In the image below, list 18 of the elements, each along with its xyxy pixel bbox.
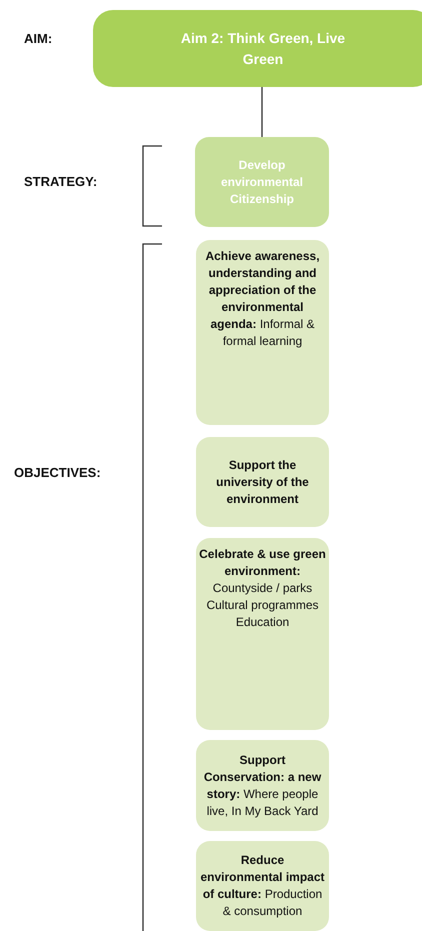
box-text: Reduce environmental impact of culture: Production & consumption (199, 852, 326, 920)
row-label: STRATEGY: (24, 174, 98, 189)
objective-box (196, 841, 329, 931)
objective-box (196, 740, 329, 831)
row-label: AIM: (24, 31, 52, 46)
box-text: Support the university of the environment (215, 456, 310, 508)
box-text: Achieve awareness, understanding and appreciation of the environmental agenda: Informal & formal learning (204, 248, 321, 350)
box-text: Support Conservation: a new story: Where people live, In My Back Yard (202, 752, 322, 820)
objective-box (196, 538, 329, 730)
strategy-box (195, 137, 329, 227)
box-text: Develop environmental Citizenship (220, 156, 304, 208)
objective-box (196, 240, 329, 425)
objective-box (196, 437, 329, 527)
connector-line (261, 87, 263, 137)
aim-box (93, 10, 422, 87)
row-label: OBJECTIVES: (14, 465, 101, 480)
box-text: Aim 2: Think Green, Live Green (180, 28, 346, 68)
box-text: Celebrate & use green environment: Countyside / parks Cultural programmes Education (199, 546, 326, 631)
